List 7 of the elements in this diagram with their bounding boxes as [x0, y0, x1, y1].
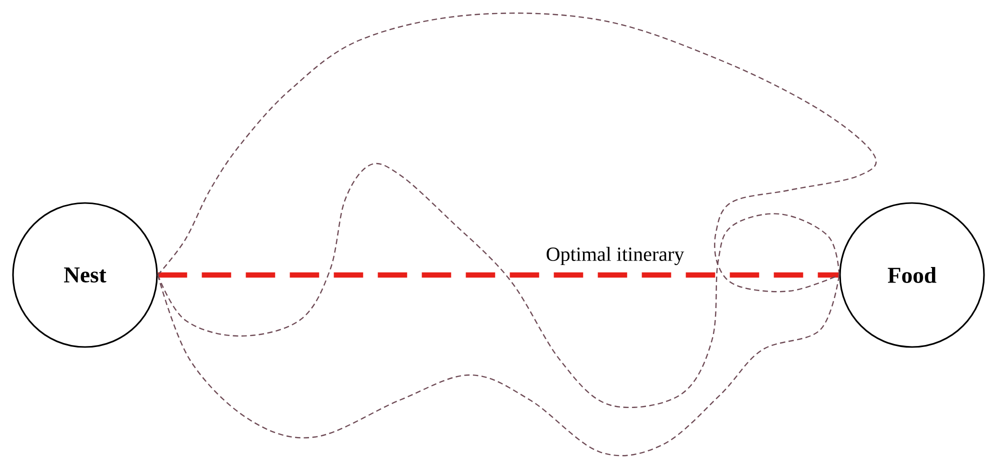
- circle-node: Nest: [12, 202, 158, 348]
- circle-node: Food: [839, 202, 985, 348]
- ant-path-line: [157, 163, 840, 408]
- optimal-path-line: [158, 272, 840, 278]
- ant-path-line: [157, 274, 840, 456]
- ant-path-line: [157, 12, 875, 292]
- edge-label: Optimal itinerary: [544, 246, 686, 266]
